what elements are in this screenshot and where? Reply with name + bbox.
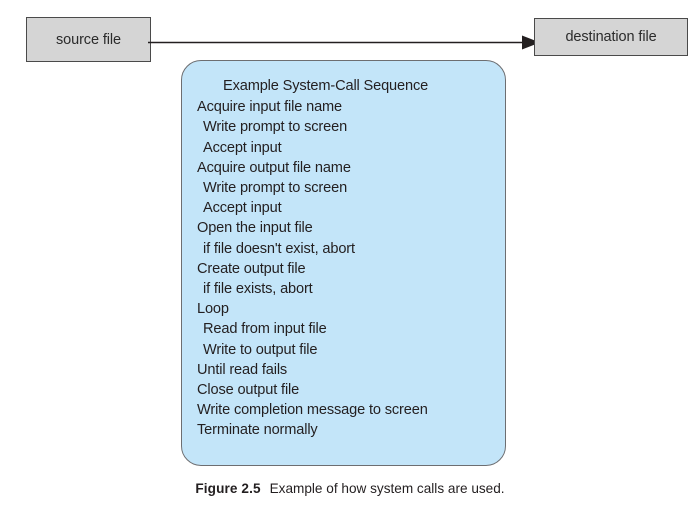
sequence-step: Write completion message to screen [197,402,428,419]
data-flow-arrow [148,35,540,50]
sequence-step: Accept input [203,139,282,156]
sequence-step: Close output file [197,382,300,399]
sequence-step: if file exists, abort [203,281,313,298]
arrow-head-icon [522,35,540,50]
sequence-step: Open the input file [197,220,313,237]
sequence-step: Write prompt to screen [203,119,348,136]
sequence-step: Create output file [197,260,306,277]
source-file-box: source file [26,17,151,62]
sequence-step: Until read fails [197,361,288,378]
figure-caption: Figure 2.5 Example of how system calls ar… [0,481,700,496]
sequence-step: Loop [197,301,229,318]
system-call-sequence-callout: Example System-Call Sequence Acquire inp… [181,60,506,466]
sequence-step: Write to output file [203,341,318,358]
destination-file-box: destination file [534,18,688,56]
figure-caption-number: Figure 2.5 [195,481,261,496]
sequence-step: Write prompt to screen [203,180,348,197]
sequence-title: Example System-Call Sequence [223,78,429,94]
system-call-sequence-list: Example System-Call Sequence Acquire inp… [182,61,505,441]
sequence-step: if file doesn't exist, abort [203,240,355,257]
source-file-label: source file [56,31,121,48]
sequence-step: Accept input [203,200,282,217]
figure-caption-text: Example of how system calls are used. [269,481,505,496]
sequence-step: Acquire output file name [197,159,351,176]
sequence-step: Terminate normally [197,422,318,439]
destination-file-label: destination file [565,29,657,45]
sequence-step: Read from input file [203,321,327,338]
sequence-step: Acquire input file name [197,99,343,116]
